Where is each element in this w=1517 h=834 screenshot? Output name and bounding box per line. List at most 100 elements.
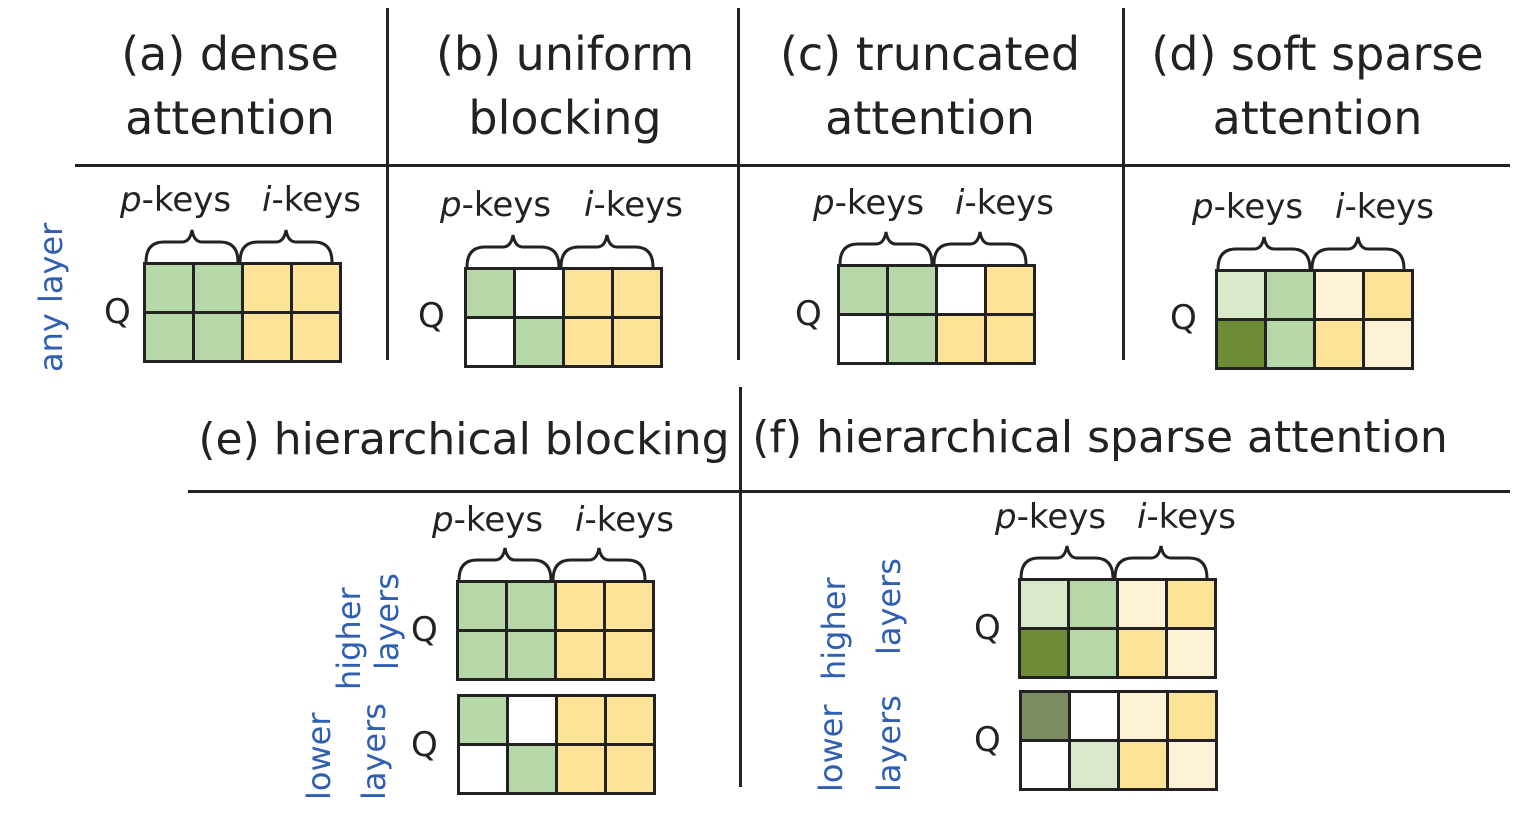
panel-c-title-line2: attention xyxy=(825,91,1035,145)
attention-cell xyxy=(565,319,611,365)
p-keys-italic: p xyxy=(440,185,462,225)
attention-cell xyxy=(1022,742,1068,788)
attention-cell xyxy=(508,632,554,678)
attention-cell xyxy=(1022,693,1068,739)
panel-c-q-label: Q xyxy=(795,294,822,334)
attention-cell xyxy=(195,314,241,360)
i-keys-italic: i xyxy=(262,180,272,220)
attention-cell xyxy=(606,583,652,629)
panel-d-p-keys: p-keys xyxy=(1192,187,1303,227)
i-keys-suffix: -keys xyxy=(584,500,674,540)
panel-e-i-brace xyxy=(551,547,647,581)
panel-a-title: (a) dense attention xyxy=(100,22,360,150)
p-keys-italic: p xyxy=(120,180,142,220)
attention-cell xyxy=(606,632,652,678)
panel-a-i-brace xyxy=(238,229,334,263)
attention-cell xyxy=(467,319,513,365)
p-keys-suffix: -keys xyxy=(1016,497,1107,537)
i-keys-italic: i xyxy=(584,185,594,225)
p-keys-suffix: -keys xyxy=(141,180,232,220)
attention-cell xyxy=(1119,581,1165,627)
top-rule xyxy=(75,164,1510,167)
attention-cell xyxy=(840,316,886,362)
panel-f-i-keys: i-keys xyxy=(1137,497,1236,537)
attention-cell xyxy=(293,265,339,311)
attention-cell xyxy=(889,316,935,362)
attention-cell xyxy=(607,697,653,743)
panel-e-higher-label: higher xyxy=(330,587,368,690)
panel-b-title-line1: (b) uniform xyxy=(435,27,695,81)
panel-d-grid xyxy=(1215,269,1414,370)
panel-f-higher-q-label: Q xyxy=(974,608,1001,648)
i-keys-suffix: -keys xyxy=(1146,497,1236,537)
panel-f-lower-q-label: Q xyxy=(974,720,1001,760)
panel-a-p-keys: p-keys xyxy=(120,180,231,220)
panel-a-q-label: Q xyxy=(104,292,131,332)
panel-e-higher-q-label: Q xyxy=(411,610,438,650)
panel-d-p-brace xyxy=(1216,236,1312,270)
attention-cell xyxy=(938,316,984,362)
panel-d-i-brace xyxy=(1310,236,1406,270)
panel-a-p-brace xyxy=(144,229,240,263)
panel-c-i-keys: i-keys xyxy=(955,183,1054,223)
panel-b-i-keys: i-keys xyxy=(584,185,683,225)
attention-cell xyxy=(146,265,192,311)
divider-cd xyxy=(1122,8,1125,360)
attention-cell xyxy=(614,319,660,365)
attention-cell xyxy=(459,632,505,678)
panel-d-title: (d) soft sparse attention xyxy=(1145,22,1490,150)
divider-bc xyxy=(737,8,740,360)
i-keys-suffix: -keys xyxy=(271,180,361,220)
panel-e-lower-grid xyxy=(457,694,656,795)
panel-c-p-keys: p-keys xyxy=(813,183,924,223)
attention-cell xyxy=(1119,630,1165,676)
panel-b-q-label: Q xyxy=(418,296,445,336)
bottom-rule xyxy=(188,490,1510,493)
p-keys-suffix: -keys xyxy=(1213,187,1304,227)
attention-cell xyxy=(244,314,290,360)
attention-cell xyxy=(1120,742,1166,788)
attention-cell xyxy=(614,270,660,316)
p-keys-suffix: -keys xyxy=(834,183,925,223)
panel-c-grid xyxy=(837,264,1036,365)
attention-cell xyxy=(1120,693,1166,739)
attention-cell xyxy=(460,746,506,792)
attention-cell xyxy=(1168,630,1214,676)
attention-cell xyxy=(1070,581,1116,627)
panel-b-grid xyxy=(464,267,663,368)
attention-cell xyxy=(1168,581,1214,627)
attention-cell xyxy=(1316,272,1362,318)
p-keys-suffix: -keys xyxy=(453,500,544,540)
i-keys-suffix: -keys xyxy=(964,183,1054,223)
attention-cell xyxy=(509,697,555,743)
attention-cell xyxy=(840,267,886,313)
p-keys-italic: p xyxy=(432,500,454,540)
attention-cell xyxy=(1218,321,1264,367)
panel-b-p-brace xyxy=(465,234,561,268)
i-keys-italic: i xyxy=(1137,497,1147,537)
panel-f-higher-layers-label: layers xyxy=(870,558,908,655)
attention-cell xyxy=(509,746,555,792)
attention-cell xyxy=(1021,581,1067,627)
attention-cell xyxy=(244,265,290,311)
attention-cell xyxy=(558,697,604,743)
panel-e-p-keys: p-keys xyxy=(432,500,543,540)
panel-f-p-brace xyxy=(1019,545,1115,579)
panel-d-title-line2: attention xyxy=(1212,91,1423,145)
divider-ef xyxy=(739,387,742,787)
attention-cell xyxy=(1071,693,1117,739)
p-keys-suffix: -keys xyxy=(461,185,552,225)
panel-f-title: (f) hierarchical sparse attention xyxy=(752,412,1448,463)
panel-d-i-keys: i-keys xyxy=(1335,187,1434,227)
panel-e-lower-layers-label: layers xyxy=(355,703,393,800)
panel-e-title: (e) hierarchical blocking xyxy=(198,414,730,465)
attention-cell xyxy=(889,267,935,313)
attention-cell xyxy=(460,697,506,743)
panel-f-lower-grid xyxy=(1019,690,1218,791)
attention-cell xyxy=(938,267,984,313)
panel-a-grid xyxy=(143,262,342,363)
attention-cell xyxy=(1267,321,1313,367)
panel-f-lower-label: lower xyxy=(812,704,850,792)
panel-b-p-keys: p-keys xyxy=(440,185,551,225)
